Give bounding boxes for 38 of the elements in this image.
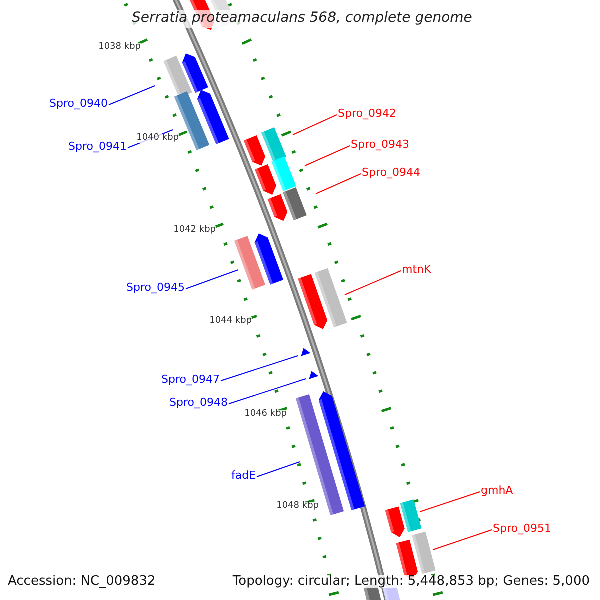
scale-label: 1048 kbp [276,502,319,511]
gene-segment [283,187,307,221]
gene-label: Spro_0945 [126,282,185,293]
gene-label: gmhA [481,485,514,496]
leader-line [304,146,350,166]
gene-label: fadE [231,470,256,481]
gene-label: Spro_0940 [50,98,108,109]
gene-segment [400,500,422,532]
gene-segment [301,348,311,356]
gene-label: Spro_0951 [493,523,552,534]
leader-line [256,462,300,478]
leader-line [420,492,480,512]
gene-segment [272,156,296,192]
leader-line [220,356,298,382]
leader-line [228,378,306,404]
gene-label: Spro_0947 [162,374,220,385]
leader-line [186,270,239,290]
leader-line [432,530,492,550]
gene-label: Spro_0948 [170,397,228,408]
gene-segment [314,268,348,328]
footer-text: Accession: NC_009832 [8,575,156,588]
gene-segment [412,532,436,574]
scale-label: 1044 kbp [210,317,252,326]
leader-line [344,270,402,296]
leader-line [292,114,338,136]
scale-label: 1040 kbp [136,134,179,143]
gene-segment [309,371,319,380]
scale-label: 1038 kbp [98,43,141,52]
gene-label: Spro_0943 [351,139,410,150]
gene-label: Spro_0942 [338,108,396,119]
gene-label: Spro_0944 [362,167,420,178]
leader-line [108,86,156,106]
gene-label: Spro_0941 [68,141,127,152]
scale-label: 1046 kbp [244,410,287,419]
gene-segment [234,236,266,290]
gene-segment [261,128,287,162]
gene-label: mtnK [402,264,432,275]
scale-label: 1042 kbp [174,226,216,235]
